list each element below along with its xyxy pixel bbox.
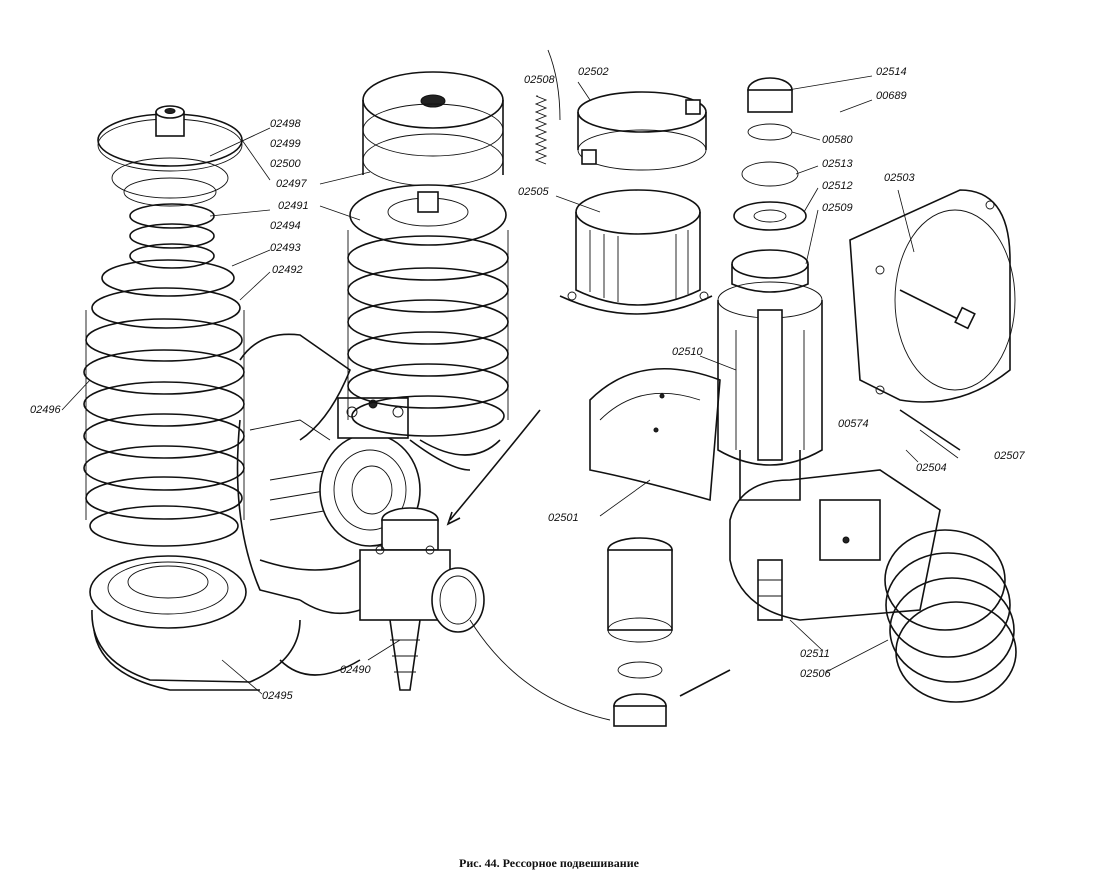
label-02499: 02499 — [270, 138, 301, 150]
label-02502: 02502 — [578, 66, 609, 78]
label-00580: 00580 — [822, 134, 853, 146]
axle-box-housing — [236, 333, 485, 691]
label-00689: 00689 — [876, 90, 907, 102]
clamp-band — [577, 91, 707, 171]
figure-caption: Рис. 44. Рессорное подвешивание — [459, 856, 639, 870]
small-coil-spring — [534, 95, 548, 165]
label-02498: 02498 — [270, 118, 301, 130]
label-02513: 02513 — [822, 158, 853, 170]
left-spring-assembly — [83, 105, 301, 691]
label-02493: 02493 — [270, 242, 301, 254]
label-02497: 02497 — [276, 178, 307, 190]
cylinder-cover — [559, 189, 713, 315]
label-02501: 02501 — [548, 512, 579, 524]
lower-box — [729, 469, 941, 621]
label-02500: 02500 — [270, 158, 301, 170]
label-02509: 02509 — [822, 202, 853, 214]
label-02508: 02508 — [524, 74, 555, 86]
label-02491: 02491 — [278, 200, 309, 212]
label-02510: 02510 — [672, 346, 703, 358]
label-02503: 02503 — [884, 172, 915, 184]
label-02494: 02494 — [270, 220, 301, 232]
label-02512: 02512 — [822, 180, 853, 192]
label-02492: 02492 — [272, 264, 303, 276]
label-02505: 02505 — [518, 186, 549, 198]
label-02490: 02490 — [340, 664, 371, 676]
label-00574: 00574 — [838, 418, 869, 430]
label-02507: 02507 — [994, 450, 1025, 462]
bottom-nut — [607, 537, 731, 727]
label-02514: 02514 — [876, 66, 907, 78]
right-spring-assembly — [347, 71, 509, 456]
label-02504: 02504 — [916, 462, 947, 474]
label-02506: 02506 — [800, 668, 831, 680]
bracket-plate — [849, 189, 1016, 451]
guide-column — [717, 77, 823, 621]
coil-spring — [884, 529, 1017, 703]
curved-bracket — [589, 367, 721, 502]
label-02495: 02495 — [262, 690, 293, 702]
leader-lines — [61, 75, 959, 695]
label-02496: 02496 — [30, 404, 61, 416]
label-02511: 02511 — [800, 648, 830, 660]
